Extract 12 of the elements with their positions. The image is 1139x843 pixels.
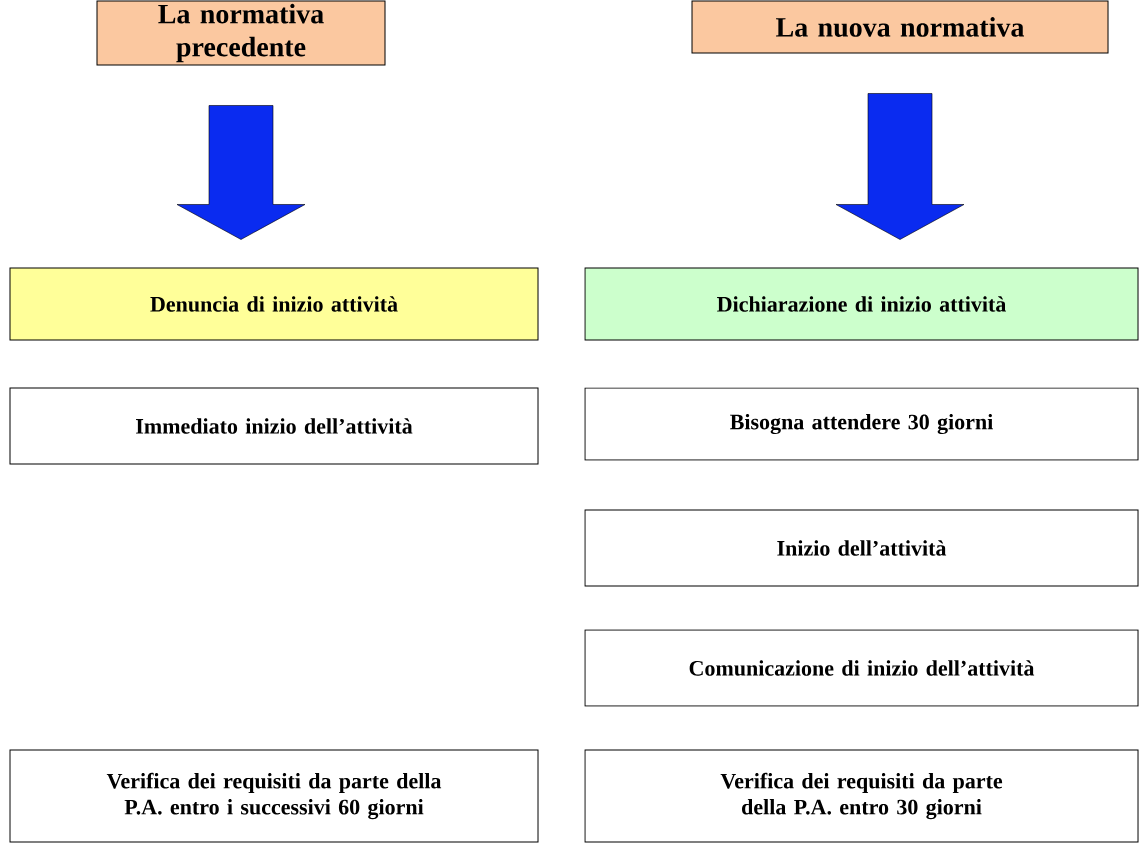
process-box: Dichiarazione di inizio attività: [584, 267, 1139, 341]
title-box: La nuova normativa: [691, 0, 1109, 54]
process-box: Denuncia di inizio attività: [9, 267, 539, 341]
block-arrow: [835, 93, 965, 240]
process-box: Verifica dei requisiti da parte della P.A. entro i successivi 60 giorni: [9, 749, 539, 843]
block-arrow: [176, 105, 306, 240]
process-box: Inizio dell’attività: [584, 509, 1139, 587]
process-box: Comunicazione di inizio dell’attività: [584, 629, 1139, 707]
process-box: Immediato inizio dell’attività: [9, 387, 539, 465]
process-box: Bisogna attendere 30 giorni: [584, 387, 1139, 461]
process-box: Verifica dei requisiti da parte della P.A. entro 30 giorni: [584, 749, 1139, 843]
title-box: La normativa precedente: [96, 0, 386, 66]
